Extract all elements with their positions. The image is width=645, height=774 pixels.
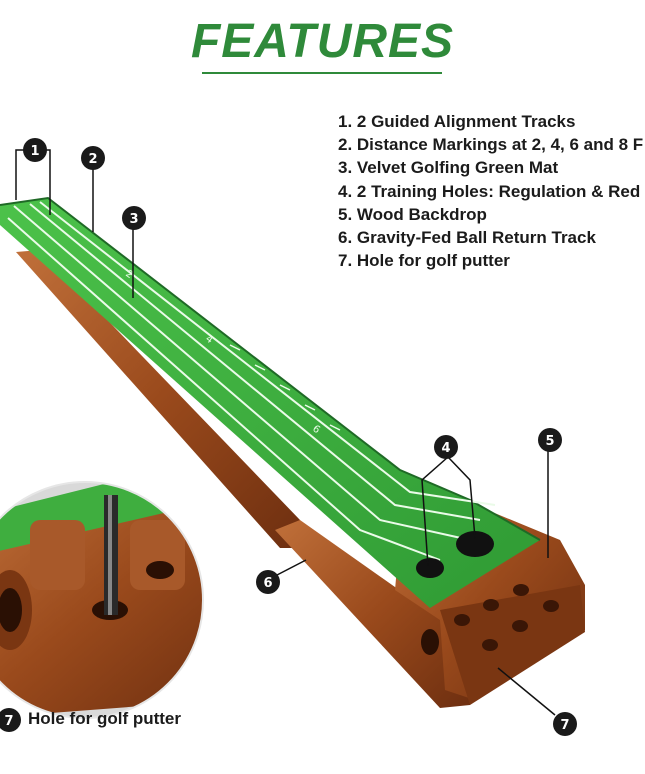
title-underline — [202, 72, 442, 74]
alignment-tracks — [7, 201, 496, 561]
callout-badge-7-inset: 7 — [0, 708, 21, 732]
training-hole-small — [416, 558, 444, 578]
distance-ticks — [229, 344, 341, 431]
callout-lines — [15, 149, 556, 716]
side-hole — [421, 629, 439, 655]
feature-item: 1. 2 Guided Alignment Tracks — [338, 112, 576, 131]
distance-marking: 6 — [310, 423, 322, 436]
feature-item: 4. 2 Training Holes: Regulation & Red — [338, 181, 641, 201]
wood-front-rail — [440, 585, 585, 705]
callout-badge-4: 4 — [434, 435, 458, 459]
feature-item: 5. Wood Backdrop — [338, 204, 487, 224]
feature-item: 3. Velvet Golfing Green Mat — [338, 158, 559, 178]
mat-edge — [0, 196, 541, 541]
callout-badge-6: 6 — [256, 570, 280, 594]
svg-text:6: 6 — [263, 576, 272, 591]
rail-holes — [454, 584, 559, 651]
callout-badge-3: 3 — [122, 206, 146, 230]
wood-base — [275, 520, 470, 708]
svg-text:7: 7 — [560, 718, 569, 733]
callout-badge-5: 5 — [538, 428, 562, 452]
inset-border — [0, 481, 204, 719]
feature-item: 7. Hole for golf putter — [338, 251, 510, 271]
inset-caption: Hole for golf putter — [28, 709, 181, 728]
svg-text:2: 2 — [88, 152, 97, 167]
feature-item: 2. Distance Markings at 2, 4, 6 and 8 F — [338, 135, 644, 155]
callout-badge-2: 2 — [81, 146, 105, 170]
callout-badge-7: 7 — [553, 712, 577, 736]
svg-text:4: 4 — [441, 441, 450, 456]
putter-hole-inset — [0, 482, 203, 718]
svg-text:1: 1 — [30, 144, 39, 159]
callout-badge-1: 1 — [23, 138, 47, 162]
feature-item: 6. Gravity-Fed Ball Return Track — [338, 228, 596, 248]
svg-text:5: 5 — [545, 434, 554, 449]
page-title: FEATURES — [190, 15, 455, 68]
svg-text:3: 3 — [129, 212, 138, 227]
svg-text:7: 7 — [4, 714, 13, 729]
feature-list: 1. 2 Guided Alignment Tracks 2. Distance… — [338, 110, 645, 272]
wood-return-track — [16, 250, 300, 548]
training-hole-large — [456, 531, 494, 557]
distance-marking: 4 — [203, 333, 215, 346]
distance-marking: 2 — [123, 268, 135, 281]
